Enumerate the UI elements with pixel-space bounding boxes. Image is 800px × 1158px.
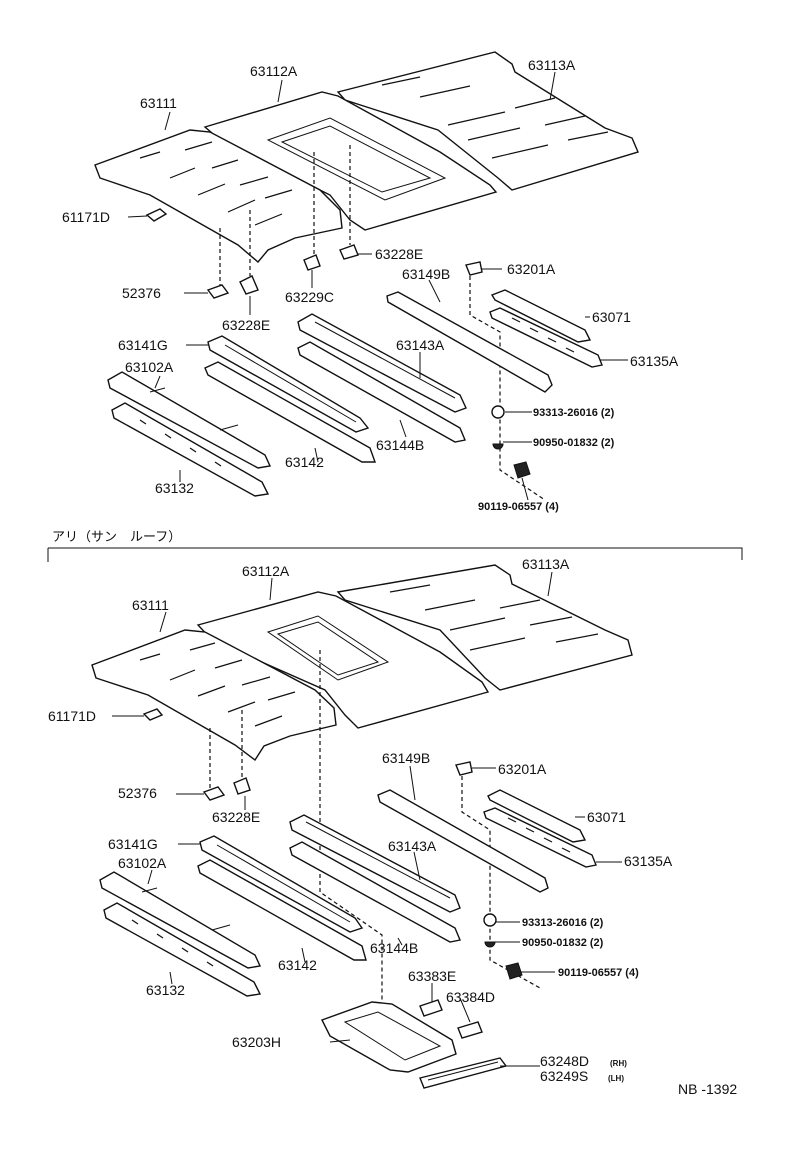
- label-63102a-sunroof: 63102A: [118, 855, 167, 871]
- bottom-assembly: 63112A 63113A 63111 61171D 63149B 63201A…: [48, 556, 673, 1089]
- label-90119: 90119-06557 (4): [478, 501, 559, 513]
- roof-bow-63142-sunroof: [197, 859, 367, 961]
- reinforcement-63071: [490, 289, 592, 343]
- label-90950-sunroof: 90950-01832 (2): [522, 937, 604, 949]
- label-63248d: 63248D: [540, 1053, 589, 1069]
- crossmember-63149b-sunroof: [377, 789, 549, 893]
- roof-bow-63144b: [297, 341, 466, 443]
- clip-63228e-lower: [239, 275, 259, 295]
- clip-63228e-upper: [339, 244, 359, 260]
- label-63228e-upper: 63228E: [375, 246, 423, 262]
- roof-bow-63141g: [207, 335, 370, 433]
- label-63112a-sunroof: 63112A: [242, 563, 290, 579]
- bolt-63201a-sunroof: [455, 761, 473, 776]
- bracket-63384d: [457, 1021, 483, 1039]
- label-63144b-sunroof: 63144B: [370, 940, 418, 956]
- clip-63229c: [303, 254, 321, 271]
- label-63228e-lower: 63228E: [222, 317, 270, 333]
- diagram-code: NB -1392: [678, 1081, 737, 1097]
- crossmember-63149b: [386, 291, 553, 393]
- reinforcement-63135a-sunroof: [483, 807, 597, 868]
- front-header-63102a: [107, 371, 272, 469]
- label-63112a: 63112A: [250, 63, 298, 79]
- label-63384d: 63384D: [446, 989, 495, 1005]
- label-61171d-sunroof: 61171D: [48, 708, 96, 724]
- label-63144b: 63144B: [376, 437, 424, 453]
- section-header: アリ（サン ルーフ）: [47, 530, 743, 562]
- label-63113a: 63113A: [528, 57, 576, 73]
- nut-90950-sunroof-icon: [484, 941, 496, 948]
- label-63113a-sunroof: 63113A: [522, 556, 570, 572]
- front-header-63132-sunroof: [103, 902, 262, 997]
- label-63071: 63071: [592, 309, 631, 325]
- reinforcement-63135a: [489, 307, 603, 368]
- label-63249s-side: (LH): [608, 1074, 624, 1083]
- label-90950: 90950-01832 (2): [533, 437, 615, 449]
- label-63141g: 63141G: [118, 337, 168, 353]
- label-61171d: 61171D: [62, 209, 110, 225]
- roof-bow-63143a-sunroof: [289, 814, 461, 913]
- top-assembly: 63111 63112A 63113A 61171D 63228E 63149B…: [62, 51, 679, 513]
- label-63229c: 63229C: [285, 289, 334, 305]
- bolt-90119-icon: [513, 461, 531, 479]
- label-93313-sunroof: 93313-26016 (2): [522, 917, 604, 929]
- screw-93313-sunroof-icon: [483, 913, 497, 927]
- bolt-63201a: [465, 261, 483, 276]
- sunroof-opening: [266, 615, 390, 681]
- label-63111: 63111: [140, 95, 177, 111]
- label-90119-sunroof: 90119-06557 (4): [558, 967, 639, 979]
- nut-90950-icon: [492, 443, 504, 450]
- roof-panel-63113a: [336, 51, 639, 191]
- clip-63228e-sunroof: [233, 777, 251, 795]
- roof-panel-63112a-sunroof: [196, 591, 490, 729]
- label-63248d-side: (RH): [610, 1059, 627, 1068]
- front-header-63132: [111, 402, 270, 497]
- label-93313: 93313-26016 (2): [533, 407, 615, 419]
- bolt-90119-sunroof-icon: [505, 962, 523, 980]
- label-63201a: 63201A: [507, 261, 556, 277]
- label-63143a: 63143A: [396, 337, 445, 353]
- label-63201a-sunroof: 63201A: [498, 761, 547, 777]
- front-header-63102a-sunroof: [99, 871, 262, 969]
- clip-61171d-sunroof: [142, 708, 164, 721]
- label-63102a: 63102A: [125, 359, 174, 375]
- roof-bow-63141g-sunroof: [199, 835, 364, 933]
- sunroof-frame-63203h: [321, 1001, 457, 1073]
- label-63071-sunroof: 63071: [587, 809, 626, 825]
- clip-52376-sunroof: [202, 786, 226, 801]
- screw-93313-icon: [491, 405, 505, 419]
- label-63111-sunroof: 63111: [132, 597, 169, 613]
- label-63149b-sunroof: 63149B: [382, 750, 430, 766]
- roof-panel-63113a-sunroof: [336, 564, 633, 691]
- reinforcement-63071-sunroof: [487, 789, 587, 843]
- bracket-63383e: [419, 999, 443, 1017]
- clip-61171d: [145, 208, 168, 222]
- label-63132-sunroof: 63132: [146, 982, 185, 998]
- section-header-text: アリ（サン ルーフ）: [52, 530, 181, 545]
- label-63135a: 63135A: [630, 353, 679, 369]
- label-63132: 63132: [155, 480, 194, 496]
- roof-panel-63111: [94, 129, 343, 263]
- clip-52376: [206, 284, 230, 299]
- label-63383e: 63383E: [408, 968, 456, 984]
- roof-panel-63111-sunroof: [91, 629, 337, 762]
- label-52376: 52376: [122, 285, 161, 301]
- label-63135a-sunroof: 63135A: [624, 853, 673, 869]
- roof-bow-63144b-sunroof: [289, 841, 461, 943]
- label-63141g-sunroof: 63141G: [108, 836, 158, 852]
- label-52376-sunroof: 52376: [118, 785, 157, 801]
- roof-bow-63142: [204, 361, 376, 463]
- label-63149b: 63149B: [402, 266, 450, 282]
- label-63142-sunroof: 63142: [278, 957, 317, 973]
- label-63143a-sunroof: 63143A: [388, 838, 437, 854]
- label-63203h: 63203H: [232, 1034, 281, 1050]
- label-63142: 63142: [285, 454, 324, 470]
- label-63228e-sunroof: 63228E: [212, 809, 260, 825]
- label-63249s: 63249S: [540, 1068, 588, 1084]
- roof-bow-63143a: [297, 313, 467, 413]
